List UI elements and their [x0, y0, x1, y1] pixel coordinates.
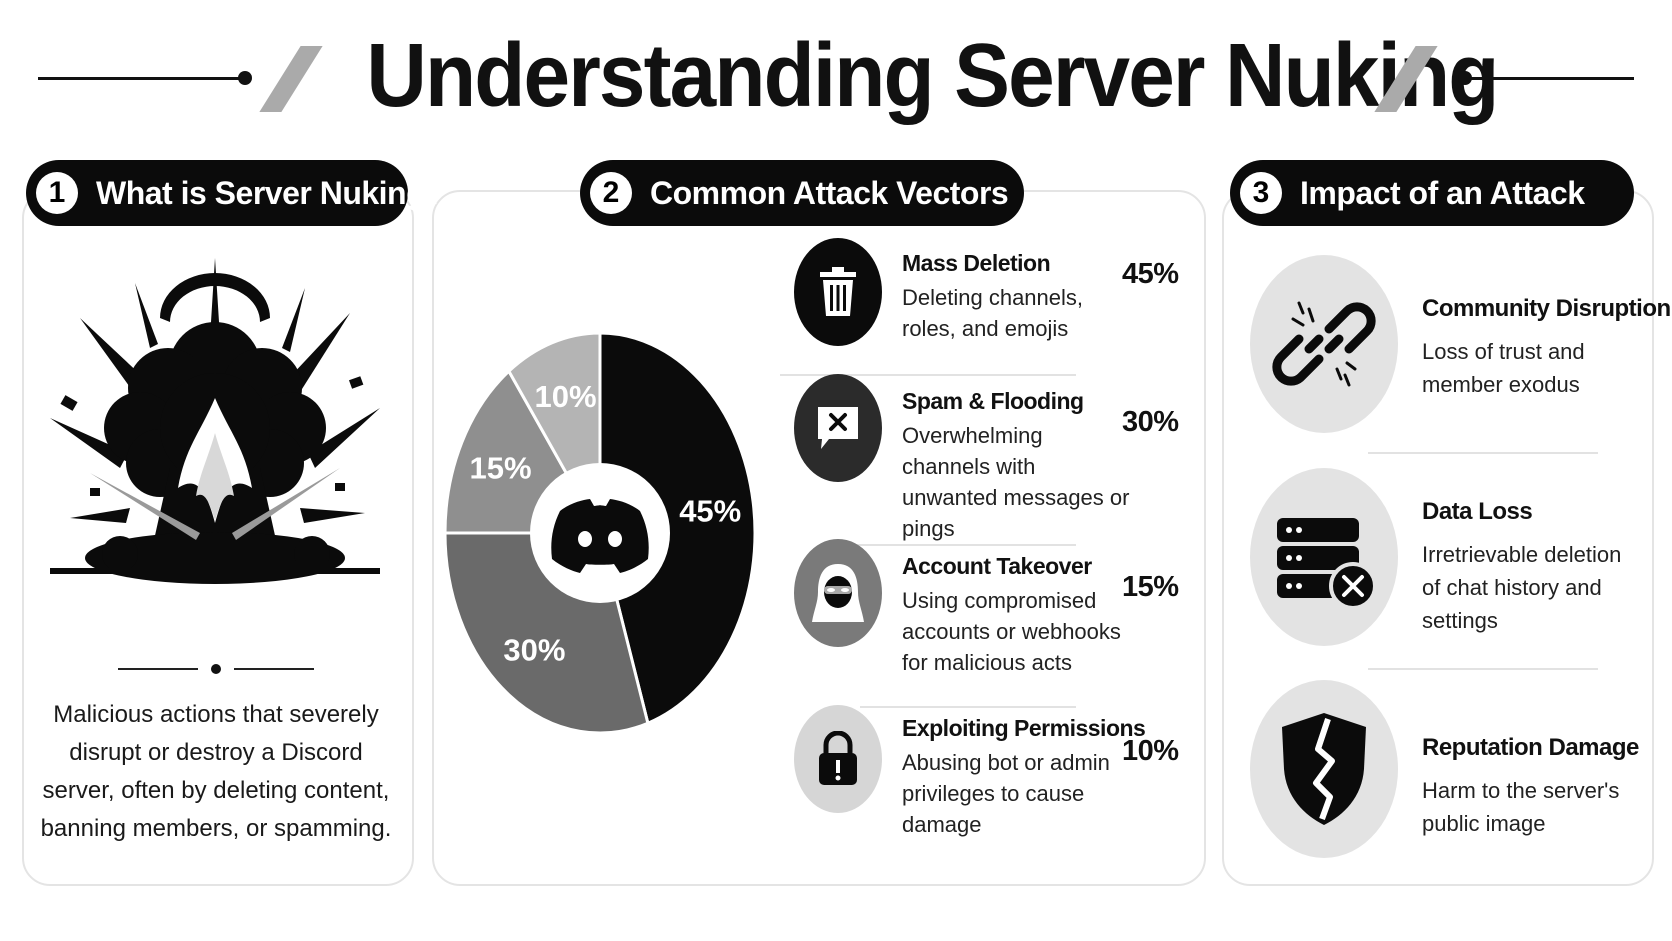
discord-logo-icon — [551, 499, 649, 573]
impact-title: Reputation Damage — [1422, 734, 1639, 761]
header: Understanding Server Nuking — [0, 0, 1672, 150]
padlock-warning-icon — [794, 705, 882, 813]
section-title-2: Common Attack Vectors — [650, 174, 1009, 211]
section-number-2: 2 — [590, 172, 632, 214]
attack-vectors-donut-chart: 45% 30% 15% 10% — [443, 331, 757, 735]
list-item: Account Takeover Using compromised accou… — [790, 539, 1190, 703]
list-item: Data Loss Irretrievable deletion of chat… — [1250, 468, 1650, 658]
header-line-left — [38, 77, 244, 80]
section-header-1: 1 What is Server Nuking? — [26, 160, 445, 226]
impact-description: Irretrievable deletion of chat history a… — [1422, 542, 1622, 633]
list-item: Mass Deletion Deleting channels, roles, … — [790, 238, 1190, 400]
header-dot-right — [1458, 71, 1472, 85]
section-header-2: 2 Common Attack Vectors — [580, 160, 1024, 226]
vector-title: Spam & Flooding — [902, 388, 1084, 414]
vector-description: Abusing bot or admin privileges to cause… — [902, 750, 1110, 837]
vector-title: Mass Deletion — [902, 250, 1051, 276]
server-delete-icon — [1250, 468, 1398, 646]
list-item: Exploiting Permissions Abusing bot or ad… — [790, 705, 1190, 865]
section-header-3: 3 Impact of an Attack — [1230, 160, 1634, 226]
divider — [860, 706, 1076, 708]
divider — [118, 664, 318, 674]
impact-title: Community Disruption — [1422, 295, 1671, 322]
message-x-icon — [794, 374, 882, 482]
list-item: Spam & Flooding Overwhelming channels wi… — [790, 374, 1190, 541]
vector-percent: 30% — [1122, 406, 1179, 438]
donut-slice-label: 10% — [534, 379, 596, 414]
section-number-3: 3 — [1240, 172, 1282, 214]
section-title-3: Impact of an Attack — [1300, 174, 1585, 211]
hooded-hacker-icon — [794, 539, 882, 647]
divider — [830, 544, 1076, 546]
impact-description: Loss of trust and member exodus — [1422, 339, 1585, 397]
broken-chain-icon — [1250, 255, 1398, 433]
list-item: Reputation Damage Harm to the server's p… — [1250, 680, 1650, 870]
divider — [1368, 452, 1598, 454]
explosion-icon — [50, 258, 380, 584]
section-number-1: 1 — [36, 172, 78, 214]
vector-percent: 10% — [1122, 735, 1179, 767]
divider — [780, 374, 1076, 376]
donut-slice — [598, 331, 757, 726]
trash-icon — [794, 238, 882, 346]
page-title: Understanding Server Nuking — [366, 26, 1499, 126]
section-title-1: What is Server Nuking? — [96, 174, 445, 211]
divider — [1368, 668, 1598, 670]
impact-description: Harm to the server's public image — [1422, 778, 1620, 836]
vector-title: Exploiting Permissions — [902, 715, 1146, 741]
list-item: Community Disruption Loss of trust and m… — [1250, 255, 1671, 445]
donut-slice-label: 15% — [470, 451, 532, 486]
donut-slice-label: 30% — [503, 632, 565, 667]
vector-title: Account Takeover — [902, 553, 1092, 579]
vector-percent: 45% — [1122, 258, 1179, 290]
header-line-right — [1470, 77, 1634, 80]
cracked-shield-icon — [1250, 680, 1398, 858]
donut-slice-label: 45% — [679, 493, 741, 528]
vector-description: Using compromised accounts or webhooks f… — [902, 588, 1121, 675]
header-slash-left — [259, 46, 323, 112]
impact-title: Data Loss — [1422, 498, 1533, 525]
vector-description: Deleting channels, roles, and emojis — [902, 285, 1084, 341]
header-dot-left — [238, 71, 252, 85]
vector-description: Overwhelming channels with unwanted mess… — [902, 423, 1130, 541]
vector-percent: 15% — [1122, 571, 1179, 603]
what-is-description: Malicious actions that severely disrupt … — [40, 701, 392, 842]
